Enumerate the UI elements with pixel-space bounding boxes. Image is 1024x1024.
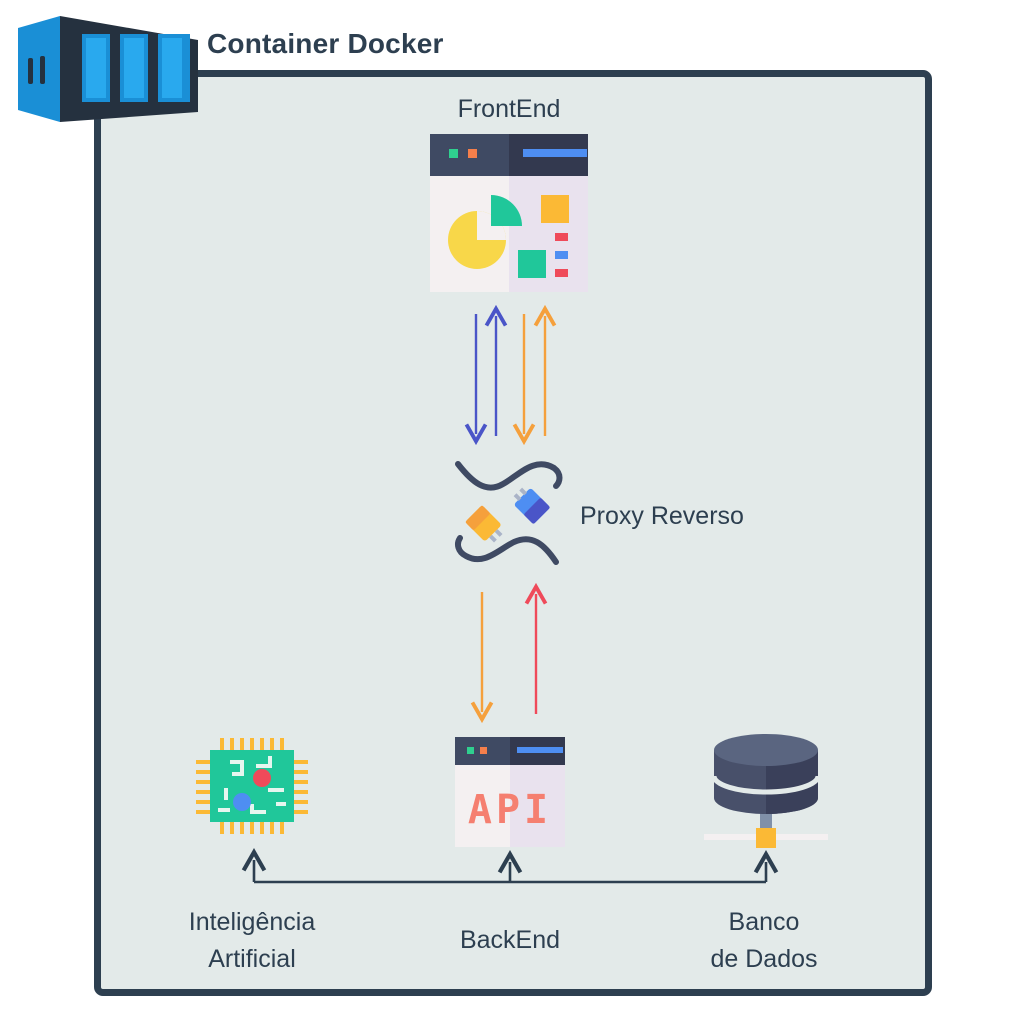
backend-api-text: API [468,787,552,833]
database-label-line-2: de Dados [710,945,818,973]
ai-label-line-2: Artificial [208,945,296,973]
proxy-label: Proxy Reverso [580,502,744,530]
docker-container-title: Container Docker [207,28,444,59]
frontend-dashboard-icon [430,134,588,292]
database-label: Banco de Dados [664,904,864,978]
backend-api-window-icon: API [455,737,565,847]
backend-label: BackEnd [459,926,561,954]
database-server-icon [704,734,828,848]
shipping-container-icon [18,16,198,122]
database-label-line-1: Banco [728,908,800,936]
frontend-label: FrontEnd [457,95,561,123]
ai-label: Inteligência Artificial [152,904,352,978]
ai-label-line-1: Inteligência [188,908,316,936]
ai-chip-icon [196,738,308,834]
proxy-cable-plug-icon [455,461,563,565]
